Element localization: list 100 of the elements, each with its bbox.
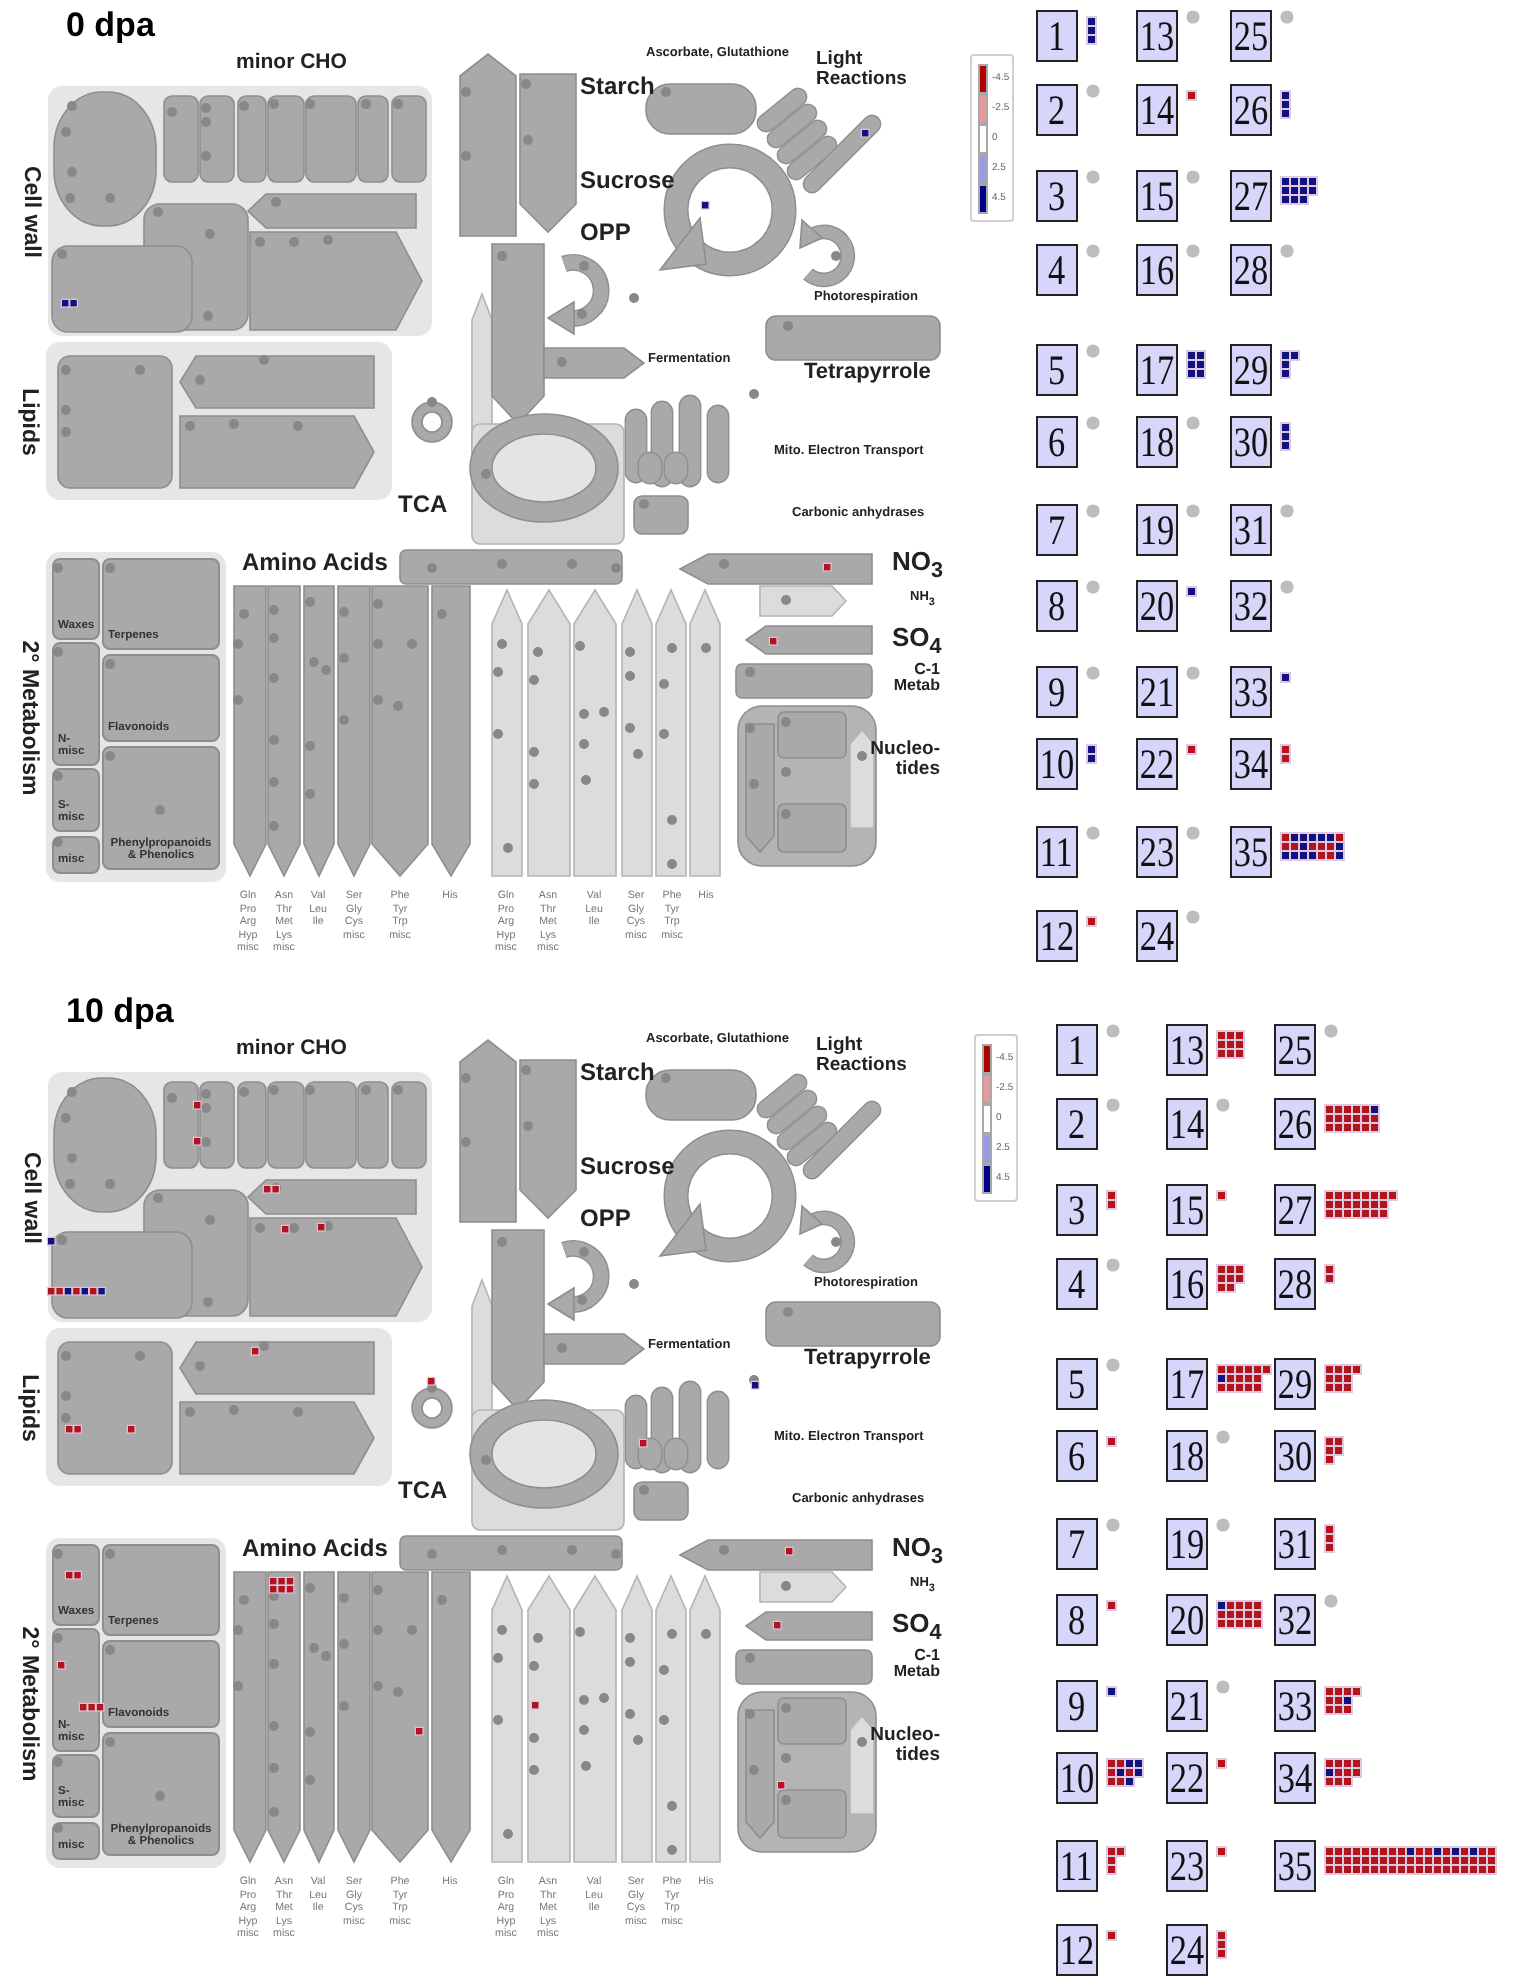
pathway-label: SO$_{4}$: [892, 624, 942, 660]
pathway-label: Light Reactions: [816, 1036, 907, 1076]
numbered-box: [1056, 1184, 1098, 1236]
numbered-box: [1036, 504, 1078, 556]
pathway-box: [52, 768, 100, 832]
bin-number: 7: [1068, 1523, 1086, 1565]
bin-number: 19: [1139, 509, 1175, 551]
bin-number: 5: [1068, 1363, 1086, 1405]
bin-number: 17: [1139, 349, 1175, 391]
numbered-box: [1036, 84, 1078, 136]
numbered-box: [1036, 10, 1078, 62]
bin-number: 1: [1068, 1029, 1086, 1071]
pathway-label: SO$_{4}$: [892, 1610, 942, 1646]
group-heading: Cell wall: [18, 1150, 41, 1244]
pathway-label: Starch: [580, 74, 655, 100]
bin-number: 5: [1048, 349, 1066, 391]
bin-number: 9: [1048, 671, 1066, 713]
bin-number: 24: [1139, 915, 1175, 957]
bin-number: 34: [1277, 1757, 1313, 1799]
pathway-box: [52, 558, 100, 640]
pathway-box: [52, 1544, 100, 1626]
numbered-box: [1056, 1680, 1098, 1732]
pathway-label: Sucrose: [580, 1154, 675, 1180]
bin-number: 9: [1068, 1685, 1086, 1727]
bin-number: 29: [1277, 1363, 1313, 1405]
pathway-label: OPP: [580, 1206, 631, 1232]
bin-number: 17: [1169, 1363, 1205, 1405]
pathway-box: [102, 1640, 220, 1728]
numbered-box: [1056, 1518, 1098, 1570]
pathway-box: [102, 1544, 220, 1636]
pathway-label: C-1 Metab: [893, 662, 940, 696]
bin-number: 32: [1233, 585, 1269, 627]
pathway-box: [102, 746, 220, 870]
bin-number: 15: [1169, 1189, 1205, 1231]
pathway-label: Tetrapyrrole: [804, 1348, 931, 1372]
pathway-label: Tetrapyrrole: [804, 362, 931, 386]
bin-number: 14: [1169, 1103, 1205, 1145]
pathway-box: [52, 1628, 100, 1752]
pathway-box: [52, 1754, 100, 1818]
bin-number: 27: [1277, 1189, 1313, 1231]
pathway-box: [102, 1732, 220, 1856]
bin-number: 14: [1139, 89, 1175, 131]
bin-number: 19: [1169, 1523, 1205, 1565]
bin-number: 22: [1169, 1757, 1205, 1799]
bin-number: 32: [1277, 1599, 1313, 1641]
bin-number: 12: [1059, 1929, 1095, 1971]
bin-number: 2: [1048, 89, 1066, 131]
bin-number: 3: [1068, 1189, 1086, 1231]
group-heading: Lipids: [16, 1373, 39, 1441]
bin-number: 35: [1277, 1845, 1313, 1887]
bin-number: 18: [1169, 1435, 1205, 1477]
bin-number: 3: [1048, 175, 1066, 217]
bin-number: 16: [1139, 249, 1175, 291]
bin-number: 15: [1139, 175, 1175, 217]
bin-number: 28: [1277, 1263, 1313, 1305]
group-heading: Lipids: [16, 387, 39, 455]
bin-number: 6: [1048, 421, 1066, 463]
numbered-box: [1056, 1024, 1098, 1076]
pathway-label: NO$_{3}$: [892, 548, 944, 584]
pathway-label: NO$_{3}$: [892, 1534, 944, 1570]
bin-number: 31: [1277, 1523, 1313, 1565]
bin-number: 2: [1068, 1103, 1086, 1145]
bin-number: 7: [1048, 509, 1066, 551]
bin-number: 11: [1040, 831, 1074, 873]
numbered-box: [1036, 666, 1078, 718]
bin-number: 35: [1233, 831, 1269, 873]
pathway-box: [102, 558, 220, 650]
numbered-box: [1036, 580, 1078, 632]
bin-number: 26: [1233, 89, 1269, 131]
bin-number: 4: [1048, 249, 1066, 291]
panel-title: 10 dpa: [66, 994, 174, 1030]
bin-number: 13: [1139, 15, 1175, 57]
pathway-label: OPP: [580, 220, 631, 246]
pathway-label: Amino Acids: [242, 1536, 388, 1562]
bin-number: 13: [1169, 1029, 1205, 1071]
bin-number: 33: [1233, 671, 1269, 713]
bin-number: 31: [1233, 509, 1269, 551]
bin-number: 23: [1169, 1845, 1205, 1887]
numbered-box: [1036, 416, 1078, 468]
bin-number: 6: [1068, 1435, 1086, 1477]
bin-number: 8: [1068, 1599, 1086, 1641]
bin-number: 30: [1233, 421, 1269, 463]
panel-title: 0 dpa: [66, 8, 155, 44]
bin-number: 25: [1233, 15, 1269, 57]
bin-number: 1: [1048, 15, 1066, 57]
group-heading: 2° Metabolism: [16, 1625, 39, 1781]
bin-number: 20: [1139, 585, 1175, 627]
bin-number: 11: [1060, 1845, 1094, 1887]
pathway-label: TCA: [398, 492, 448, 518]
pathway-box: [52, 642, 100, 766]
pathway-box: [52, 1822, 100, 1860]
numbered-box: [1056, 1430, 1098, 1482]
numbered-box: [1056, 1098, 1098, 1150]
numbered-box: [1056, 1594, 1098, 1646]
bin-number: 24: [1169, 1929, 1205, 1971]
numbered-box: [1056, 1358, 1098, 1410]
bin-number: 25: [1277, 1029, 1313, 1071]
bin-number: 23: [1139, 831, 1175, 873]
bin-number: 18: [1139, 421, 1175, 463]
bin-number: 28: [1233, 249, 1269, 291]
